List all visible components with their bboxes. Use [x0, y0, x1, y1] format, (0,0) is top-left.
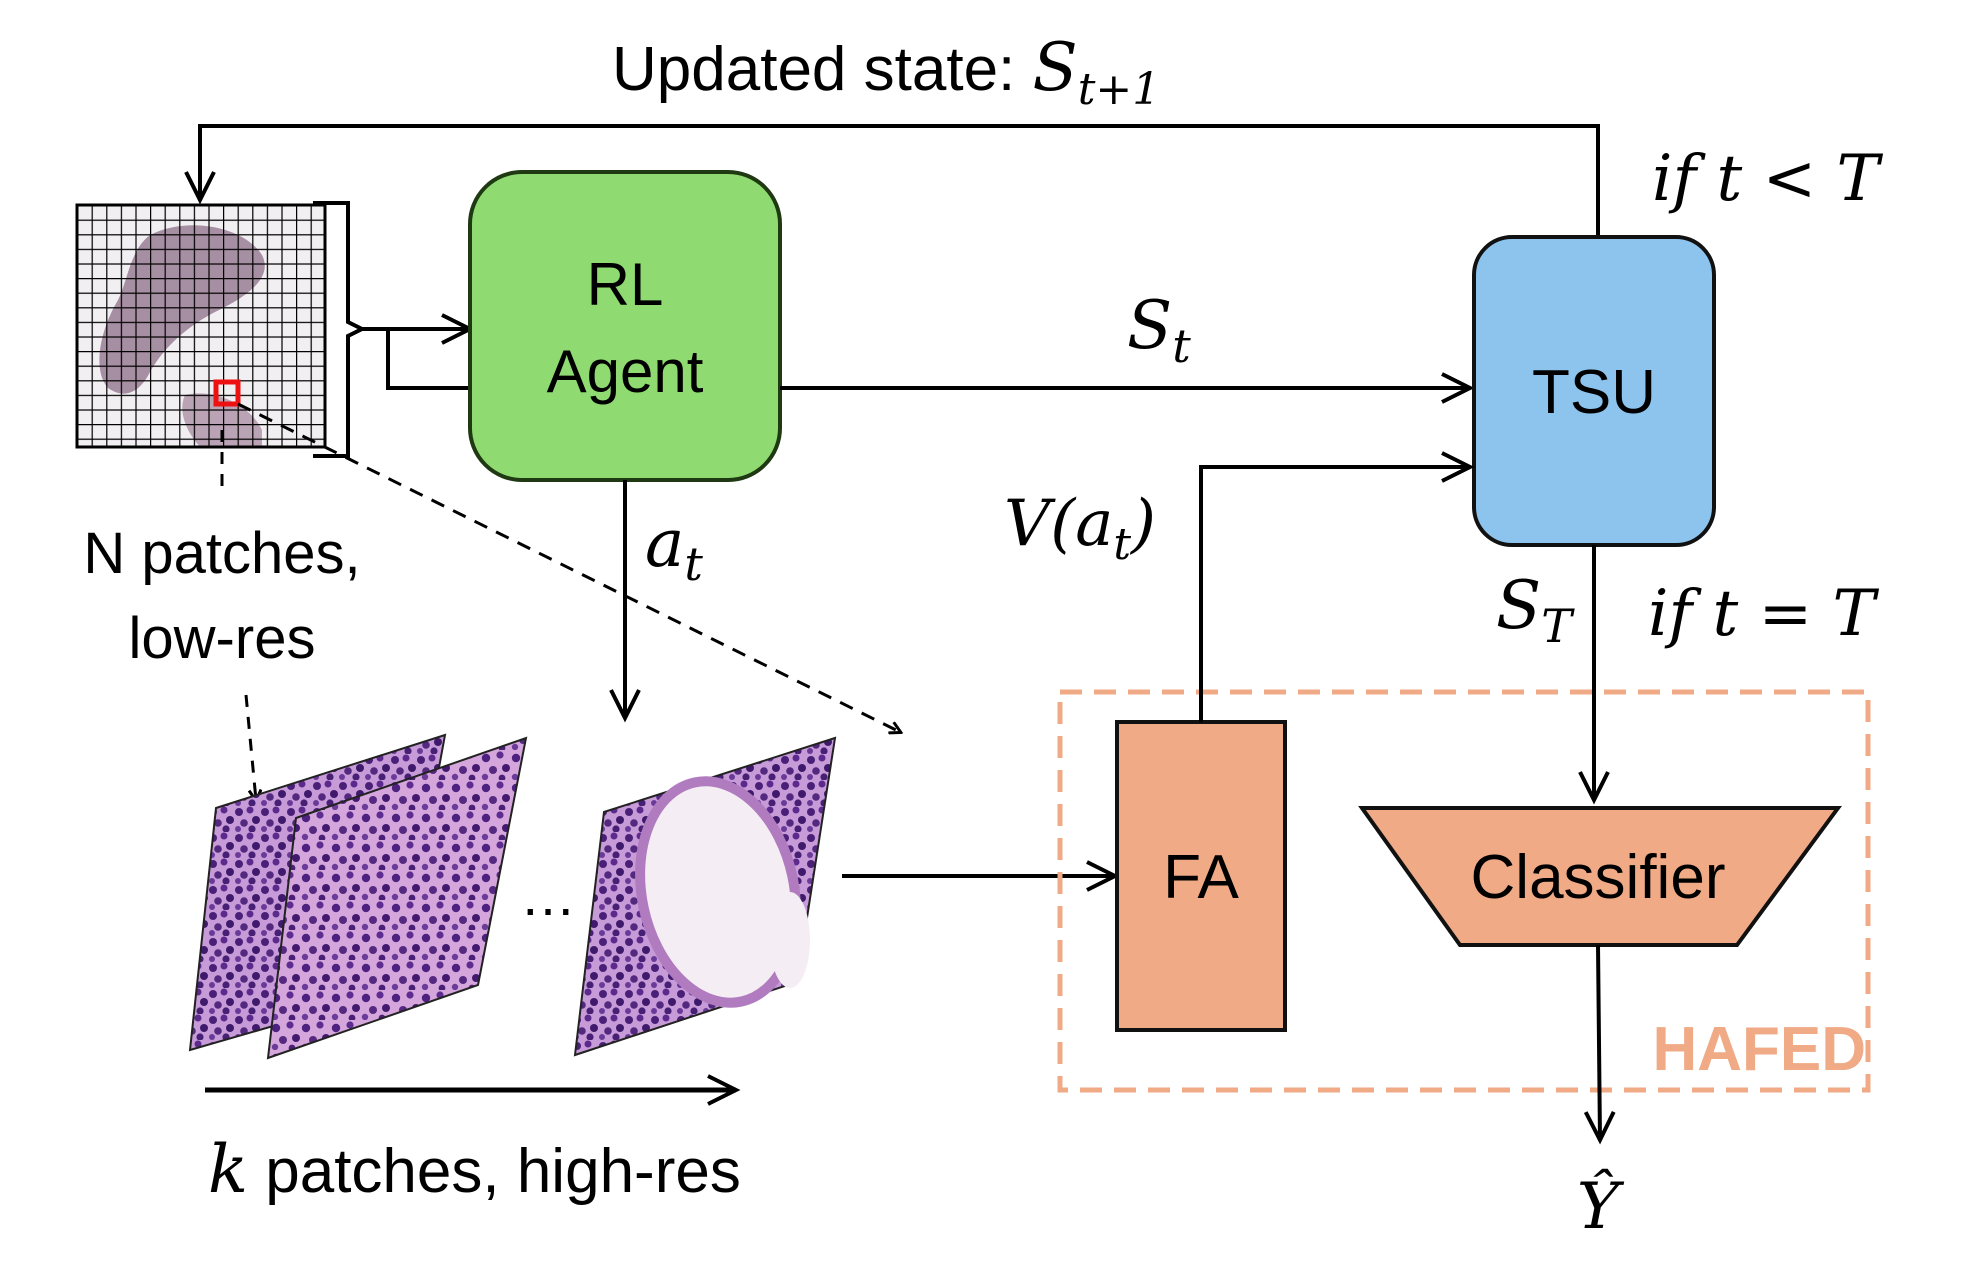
tsu-label: TSU: [1532, 358, 1656, 427]
low-res-caption-line2: low-res: [129, 606, 316, 671]
value-subscript: t: [1113, 519, 1131, 570]
patch-grid-lines: [77, 205, 325, 447]
classifier-label: Classifier: [1471, 843, 1726, 912]
value-symbol: a: [1075, 487, 1113, 561]
high-res-patch-2: [266, 736, 528, 1060]
dashed-zoom-line-right: [237, 402, 900, 732]
selected-patch-highlight: [213, 379, 241, 407]
low-res-caption-line1: N patches,: [83, 521, 360, 586]
updated-state-text: Updated state:: [612, 35, 1033, 104]
value-label: V(at): [1004, 487, 1156, 570]
connector-grid-to-agent: [386, 329, 470, 390]
classifier-box: [1358, 806, 1842, 947]
arrow-classifier-to-output: [1583, 944, 1616, 1145]
state-label: St: [1127, 287, 1191, 373]
state-final-symbol: S: [1496, 567, 1541, 644]
rl-agent-box: [468, 170, 782, 482]
high-res-text: patches, high-res: [248, 1137, 741, 1206]
high-res-patches: …: [188, 733, 837, 1060]
action-label: at: [645, 505, 703, 591]
state-final-label: ST: [1496, 567, 1575, 653]
fa-box: [1115, 720, 1287, 1032]
rl-agent-label-line1: RL: [587, 251, 664, 318]
output-label: Ŷ: [1577, 1168, 1625, 1244]
state-symbol: S: [1127, 287, 1172, 364]
rl-agent-label-line2: Agent: [547, 338, 704, 405]
condition-loop-label: if t < T: [1652, 142, 1884, 216]
patches-ellipsis: …: [520, 864, 576, 927]
fa-label: FA: [1163, 843, 1239, 912]
tsu-block: TSU: [1472, 235, 1716, 547]
updated-state-symbol: S: [1033, 29, 1078, 106]
hafed-label: HAFED: [1652, 1015, 1866, 1084]
updated-state-label: Updated state: St+1: [612, 29, 1160, 115]
dashed-zoom-line-left: [244, 694, 256, 800]
action-subscript: t: [684, 537, 703, 591]
state-final-subscript: T: [1541, 599, 1575, 653]
high-res-symbol: k: [208, 1131, 248, 1208]
patch-3-vessel: [635, 776, 801, 1008]
value-prefix: V(: [1004, 487, 1077, 561]
action-symbol: a: [645, 505, 684, 582]
state-subscript: t: [1172, 319, 1191, 373]
value-suffix: ): [1129, 487, 1156, 561]
classifier-block: Classifier: [1358, 806, 1842, 947]
updated-state-subscript: t+1: [1078, 64, 1161, 115]
hafed-region: [1057, 689, 1871, 1093]
arrow-fa-to-tsu: [1199, 451, 1475, 722]
arrow-updated-state-loop: [184, 124, 1600, 237]
rl-agent-block: RL Agent: [468, 170, 782, 482]
condition-end-label: if t = T: [1648, 577, 1880, 651]
high-res-caption: k patches, high-res: [208, 1131, 741, 1208]
fa-block: FA: [1115, 720, 1287, 1032]
grid-border: [75, 203, 327, 449]
patch-3-lumen: [770, 892, 810, 988]
low-res-slide-grid: [75, 201, 367, 458]
